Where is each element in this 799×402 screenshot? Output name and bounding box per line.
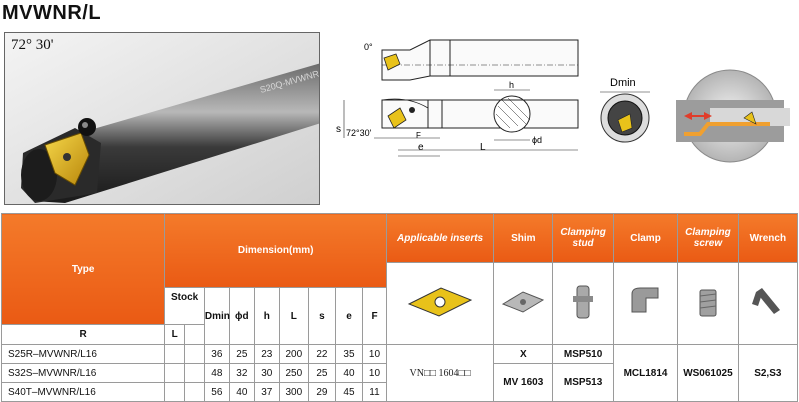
angle-label: 72°30' — [346, 128, 372, 138]
col-f: F — [362, 287, 387, 345]
header-type: Type — [0, 213, 166, 325]
row-f: 11 — [362, 382, 387, 402]
col-dmin: Dmin — [203, 287, 230, 345]
stud-value: MSP513 — [552, 363, 614, 402]
stud-image — [552, 262, 614, 345]
row-f: 10 — [362, 344, 387, 364]
header-clamp: Clamp — [612, 213, 679, 263]
row-e: 40 — [334, 363, 364, 383]
dim-d-label: ϕd — [532, 135, 542, 145]
shim-value: MV 1603 — [493, 363, 554, 402]
row-d: 40 — [228, 382, 255, 402]
row-d: 32 — [228, 363, 255, 383]
row-d: 25 — [228, 344, 255, 364]
row-e: 35 — [334, 344, 364, 364]
row-dmin: 36 — [203, 344, 230, 364]
header-screw: Clamping screw — [677, 213, 739, 263]
insert-code: VN□□ 1604□□ — [385, 344, 495, 402]
clamp-image — [612, 262, 679, 345]
col-stock-l: L — [164, 324, 186, 345]
dim-h-label: h — [509, 80, 514, 90]
header-stud: Clamping stud — [552, 213, 614, 263]
dmin-label: Dmin — [610, 77, 636, 89]
clamp-value: MCL1814 — [612, 344, 679, 402]
wrench-image — [737, 262, 799, 345]
header-shim: Shim — [493, 213, 554, 263]
technical-drawing: 0° h ϕd s 72°30' F e L — [336, 39, 580, 157]
col-d: ϕd — [228, 287, 255, 345]
header-inserts: Applicable inserts — [385, 213, 495, 263]
col-l: L — [278, 287, 309, 345]
header-dimension: Dimension(mm) — [164, 213, 387, 288]
row-s: 25 — [307, 363, 336, 383]
insert-top-view — [383, 53, 401, 71]
row-l: 300 — [278, 382, 309, 402]
row-e: 45 — [334, 382, 364, 402]
dim-f-label: F — [416, 131, 421, 140]
stock-header: Stock — [164, 287, 205, 325]
screw-image — [677, 262, 739, 345]
photo-angle-label: 72° 30' — [11, 37, 54, 53]
row-f: 10 — [362, 363, 387, 383]
stud-value: MSP510 — [552, 344, 614, 364]
screw-value: WS061025 — [677, 344, 739, 402]
row-s: 22 — [307, 344, 336, 364]
insert-image — [385, 262, 495, 345]
row-dmin: 56 — [203, 382, 230, 402]
tool-photo: S20Q-MVWNR1 72° 30' — [4, 32, 320, 205]
dim-e-label: e — [418, 142, 424, 153]
shim-image — [493, 262, 554, 345]
spec-table: Type Dimension(mm) Applicable inserts Sh… — [0, 213, 799, 402]
col-e: e — [334, 287, 364, 345]
col-h: h — [253, 287, 280, 345]
table-row: S32S–MVWNR/L16 48 32 30 250 25 40 10 MV … — [0, 363, 798, 402]
machining-figure — [676, 69, 790, 163]
row-dmin: 48 — [203, 363, 230, 383]
header-wrench: Wrench — [737, 213, 799, 263]
row-l: 250 — [278, 363, 309, 383]
row-l: 200 — [278, 344, 309, 364]
stock-label: Stock — [170, 292, 199, 303]
dmin-figure: Dmin — [600, 77, 650, 143]
col-stock-r: R — [0, 324, 166, 345]
row-h: 37 — [253, 382, 280, 402]
row-s: 29 — [307, 382, 336, 402]
col-s: s — [307, 287, 336, 345]
page-title: MVWNR/L — [2, 2, 102, 24]
row-type: S25R–MVWNR/L16 — [0, 344, 166, 364]
row-h: 30 — [253, 363, 280, 383]
shim-value: X — [493, 344, 554, 364]
row-type: S40T–MVWNR/L16 — [0, 382, 166, 402]
zero-angle-label: 0° — [364, 42, 373, 52]
dim-s-label: s — [336, 124, 341, 135]
row-h: 23 — [253, 344, 280, 364]
table-row: S25R–MVWNR/L16 36 25 23 200 22 35 10 VN□… — [0, 344, 799, 402]
wrench-value: S2,S3 — [737, 344, 799, 402]
row-type: S32S–MVWNR/L16 — [0, 363, 166, 383]
insert-side-view — [387, 107, 407, 129]
dim-l-label: L — [480, 142, 486, 153]
table-row: S40T–MVWNR/L16 56 40 37 300 29 45 11 — [0, 382, 798, 402]
